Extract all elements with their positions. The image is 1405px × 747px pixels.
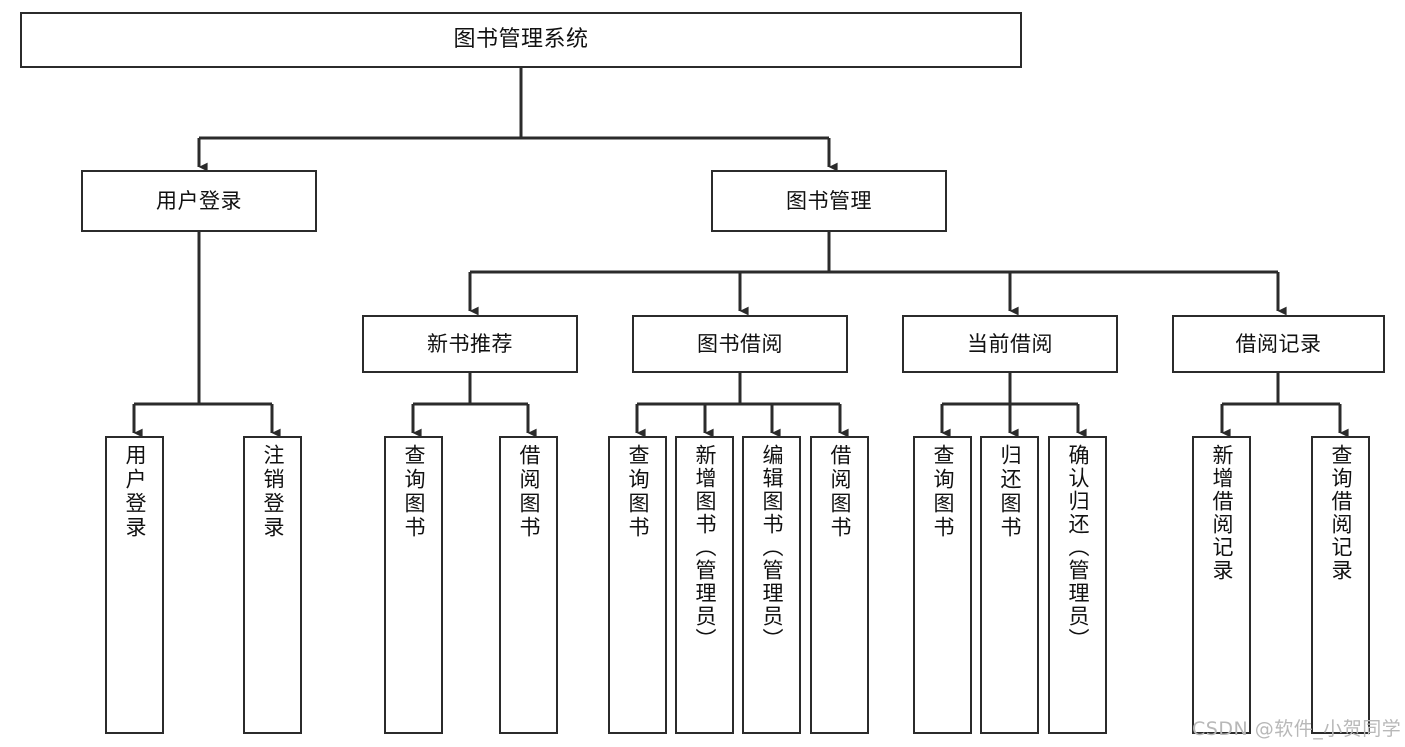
node-label: 查询图书	[931, 444, 955, 540]
node-label: 图书管理	[786, 188, 872, 213]
node-book-management[interactable]: 图书管理	[711, 170, 947, 232]
node-label: 编辑图书（管理员）	[760, 444, 784, 651]
node-label: 借阅图书	[828, 444, 852, 540]
node-label: 图书管理系统	[453, 27, 589, 53]
leaf-current-borrow-confirm-return-admin[interactable]: 确认归还（管理员）	[1048, 436, 1107, 734]
leaf-book-borrow-borrow-book[interactable]: 借阅图书	[810, 436, 869, 734]
node-label: 用户登录	[156, 188, 242, 213]
leaf-new-book-query-book[interactable]: 查询图书	[384, 436, 443, 734]
node-label: 确认归还（管理员）	[1066, 444, 1090, 651]
leaf-borrow-record-query-record[interactable]: 查询借阅记录	[1311, 436, 1370, 734]
node-label: 注销登录	[261, 444, 285, 540]
csdn-watermark: CSDN @软件_小贺同学	[1192, 718, 1402, 740]
node-label: 查询借阅记录	[1329, 444, 1353, 582]
leaf-current-borrow-return-book[interactable]: 归还图书	[980, 436, 1039, 734]
leaf-borrow-record-add-record[interactable]: 新增借阅记录	[1192, 436, 1251, 734]
node-label: 图书借阅	[697, 331, 783, 356]
node-current-borrowing[interactable]: 当前借阅	[902, 315, 1118, 373]
node-label: 查询图书	[626, 444, 650, 540]
node-root-book-management-system[interactable]: 图书管理系统	[20, 12, 1022, 68]
node-new-book-recommendation[interactable]: 新书推荐	[362, 315, 578, 373]
node-borrowing-record[interactable]: 借阅记录	[1172, 315, 1385, 373]
node-label: 查询图书	[402, 444, 426, 540]
node-label: 当前借阅	[967, 331, 1053, 356]
leaf-book-borrow-edit-book-admin[interactable]: 编辑图书（管理员）	[742, 436, 801, 734]
node-label: 新书推荐	[427, 331, 513, 356]
node-label: 借阅记录	[1235, 331, 1322, 356]
leaf-user-login-signin[interactable]: 用户登录	[105, 436, 164, 734]
node-book-borrowing[interactable]: 图书借阅	[632, 315, 848, 373]
leaf-book-borrow-add-book-admin[interactable]: 新增图书（管理员）	[675, 436, 734, 734]
leaf-new-book-borrow-book[interactable]: 借阅图书	[499, 436, 558, 734]
node-label: 新增图书（管理员）	[693, 444, 717, 651]
leaf-current-borrow-query-book[interactable]: 查询图书	[913, 436, 972, 734]
node-label: 新增借阅记录	[1210, 444, 1234, 582]
node-label: 用户登录	[123, 444, 147, 540]
node-label: 归还图书	[998, 444, 1022, 540]
leaf-book-borrow-query-book[interactable]: 查询图书	[608, 436, 667, 734]
leaf-user-login-logout[interactable]: 注销登录	[243, 436, 302, 734]
node-user-login[interactable]: 用户登录	[81, 170, 317, 232]
node-label: 借阅图书	[517, 444, 541, 540]
